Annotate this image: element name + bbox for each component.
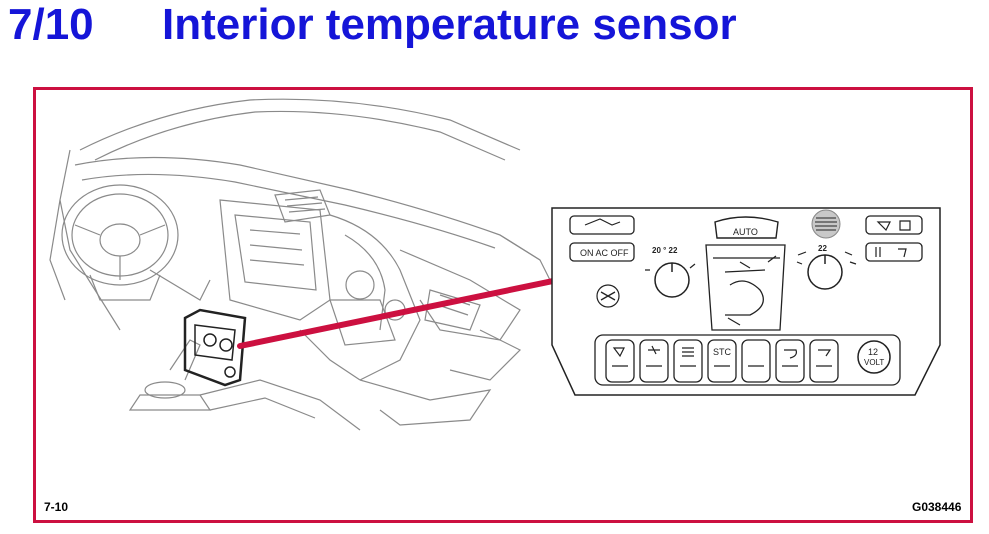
- volt-label: VOLT: [864, 358, 884, 367]
- figure-label-right: G038446: [912, 500, 962, 514]
- panel-location-highlight: [183, 308, 247, 387]
- page-title: Interior temperature sensor: [162, 0, 737, 49]
- right-temp-scale: 22: [818, 244, 827, 253]
- diagram-frame: [33, 87, 973, 523]
- dashboard-drawing: [49, 98, 561, 431]
- header: 7/10 Interior temperature sensor: [0, 0, 989, 60]
- figure-label-left: 7-10: [44, 500, 69, 514]
- stc-button-label: STC: [713, 347, 732, 357]
- ac-button-label: ON AC OFF: [580, 248, 629, 258]
- climate-control-panel: ON AC OFF 20 ° 22 AUTO 22: [551, 207, 941, 396]
- left-temp-scale: 20 ° 22: [652, 246, 678, 255]
- volt-number: 12: [868, 347, 878, 357]
- interior-temperature-sensor: [811, 209, 841, 239]
- page-number: 7/10: [8, 0, 94, 49]
- auto-button-label: AUTO: [733, 227, 758, 237]
